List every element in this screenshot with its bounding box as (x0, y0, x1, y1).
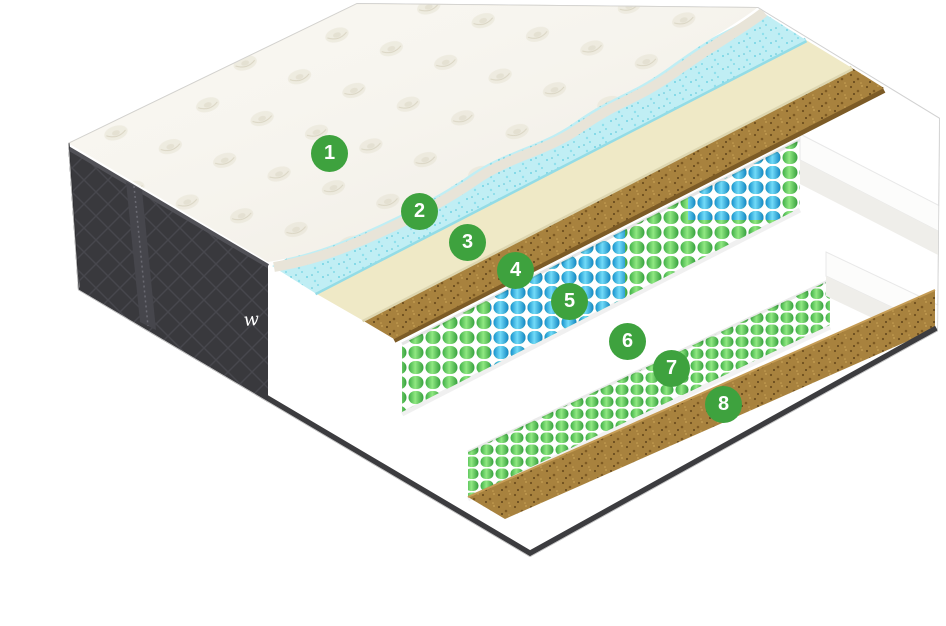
layer-badge-6: 6 (609, 323, 646, 360)
layer-badge-7: 7 (653, 350, 690, 387)
layer-3-foam (315, 40, 854, 323)
layer-badge-5: 5 (551, 283, 588, 320)
foam-rail-upper (799, 133, 940, 256)
layer-badge-1: 1 (311, 135, 348, 172)
layer-badge-8: 8 (705, 386, 742, 423)
layer-badge-2: 2 (401, 193, 438, 230)
side-panel: w (68, 142, 270, 404)
side-logo: w (243, 309, 260, 331)
layer-8-coir (467, 289, 936, 519)
layer-badge-3: 3 (449, 224, 486, 261)
layer-badge-4: 4 (497, 252, 534, 289)
layer-1-quilt-cover (68, 3, 768, 272)
layer-4-coir (362, 68, 886, 343)
